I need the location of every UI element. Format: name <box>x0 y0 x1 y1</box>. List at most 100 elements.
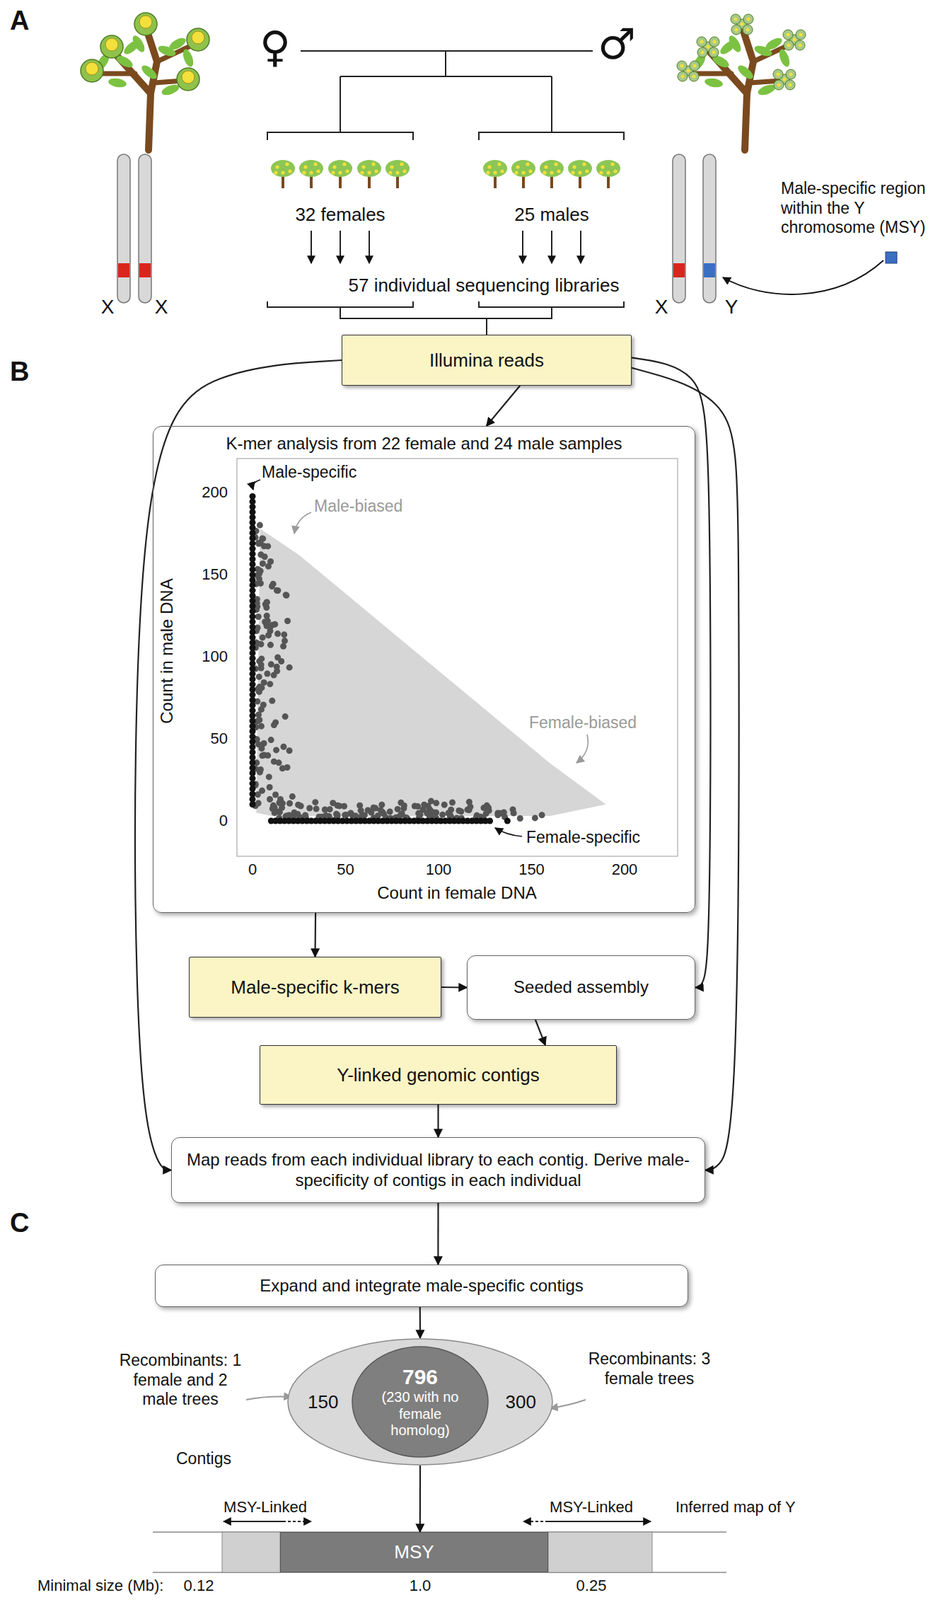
arrow <box>522 230 524 264</box>
tick-label: 200 <box>201 483 228 502</box>
process-box: Male-specific k-mers <box>188 956 442 1018</box>
label: Male-specific region within the Y chromo… <box>780 178 926 238</box>
connector <box>314 912 317 957</box>
arrow <box>580 230 582 264</box>
node-text: K-mer analysis from 22 female and 24 mal… <box>225 433 622 454</box>
node-text: (230 with no female homolog) <box>374 1388 467 1439</box>
venn-core: 796(230 with no female homolog) <box>351 1345 489 1458</box>
node-text: MSY <box>393 1540 434 1563</box>
label: 57 individual sequencing libraries <box>348 274 619 297</box>
tick-label: 200 <box>611 860 639 879</box>
tick-label: 100 <box>201 647 228 666</box>
annotation: Male-specific <box>261 462 357 483</box>
annotation: Female-specific <box>526 827 641 848</box>
bracket <box>267 301 414 307</box>
label: Inferred map of Y <box>675 1497 796 1516</box>
kmer-cloud <box>256 528 606 816</box>
connector <box>631 357 711 987</box>
sex-symbol: ♀ <box>259 25 291 68</box>
arrow <box>551 230 553 264</box>
annotation: Female-biased <box>529 712 637 733</box>
label: 32 females <box>294 203 385 226</box>
node-text: Y-linked genomic contigs <box>336 1063 540 1086</box>
line <box>340 75 552 78</box>
mini-tree <box>539 159 564 189</box>
tick-label: 50 <box>336 860 354 879</box>
label: 1.0 <box>409 1575 432 1595</box>
leader-arrow <box>722 260 884 295</box>
process-box: Expand and integrate male-specific conti… <box>154 1264 689 1307</box>
chromosome <box>117 154 131 303</box>
chromosome-label: X <box>654 294 669 320</box>
panel-letter: B <box>9 355 30 389</box>
connector <box>419 1306 421 1338</box>
leader-arrow <box>550 1399 586 1408</box>
chromosome <box>138 154 152 303</box>
process-box: Y-linked genomic contigs <box>259 1044 617 1105</box>
label: Contigs <box>176 1448 232 1469</box>
node-text: Seeded assembly <box>513 976 649 997</box>
mini-tree <box>483 159 508 189</box>
leader-arrow <box>252 479 261 490</box>
process-box: Illumina reads <box>341 334 632 386</box>
arrow <box>339 230 341 264</box>
label: Minimal size (Mb): <box>37 1575 164 1595</box>
chromosome <box>703 154 716 303</box>
mini-tree <box>385 159 410 189</box>
process-box: Seeded assembly <box>466 954 696 1020</box>
panel-letter: A <box>9 4 30 38</box>
mini-tree <box>299 159 324 189</box>
chromosome-label: X <box>154 294 169 320</box>
mini-tree <box>511 159 536 189</box>
bracket <box>478 132 624 141</box>
tick-label: 150 <box>201 565 228 584</box>
connector <box>437 1202 439 1265</box>
extent-arrow <box>223 1520 283 1522</box>
axis-title: Count in female DNA <box>377 882 537 904</box>
leader-arrow <box>576 734 588 763</box>
extent-arrow <box>282 1520 312 1522</box>
leader-arrow <box>294 512 312 534</box>
label: Recombinants: 1 female and 2 male trees <box>118 1350 243 1410</box>
msy-segment: MSY <box>280 1531 549 1572</box>
panel-letter: C <box>9 1206 30 1240</box>
node-text: Expand and integrate male-specific conti… <box>259 1275 584 1296</box>
node-text: 300 <box>505 1390 537 1413</box>
node-text: Illumina reads <box>429 349 544 372</box>
mini-tree <box>270 159 295 189</box>
connector <box>535 1019 546 1045</box>
connector <box>437 1104 439 1137</box>
venn-ellipse: 150300796(230 with no female homolog) <box>287 1337 554 1465</box>
extent-arrow <box>523 1520 549 1522</box>
line <box>300 50 593 52</box>
chromosome-label: X <box>101 294 115 320</box>
chromosome <box>672 154 686 303</box>
kmer-points <box>249 493 546 824</box>
mini-tree <box>596 159 621 189</box>
tick-label: 0 <box>248 860 257 879</box>
node-text: 796 <box>402 1363 438 1389</box>
label: 0.25 <box>576 1575 607 1595</box>
arrow <box>368 230 370 264</box>
process-box: Map reads from each individual library t… <box>171 1136 706 1203</box>
arrow <box>310 230 312 264</box>
extent-arrow <box>548 1520 651 1522</box>
node-text: Male-specific k-mers <box>230 976 399 999</box>
tick-label: 0 <box>219 811 228 830</box>
leader-arrow <box>246 1396 292 1400</box>
plot-frame <box>236 458 678 856</box>
leader-arrow <box>495 827 523 837</box>
mini-tree <box>328 159 353 189</box>
bracket <box>267 132 414 141</box>
label: 25 males <box>514 203 590 226</box>
connector <box>419 1464 421 1532</box>
msy-square <box>885 251 897 264</box>
line <box>485 318 488 335</box>
chromosome-label: Y <box>725 294 739 320</box>
connector <box>631 367 740 1170</box>
male-tree <box>676 14 806 150</box>
mini-tree <box>567 159 593 189</box>
node-text: Map reads from each individual library t… <box>183 1149 694 1190</box>
line <box>339 76 341 133</box>
label: 0.12 <box>183 1575 215 1595</box>
